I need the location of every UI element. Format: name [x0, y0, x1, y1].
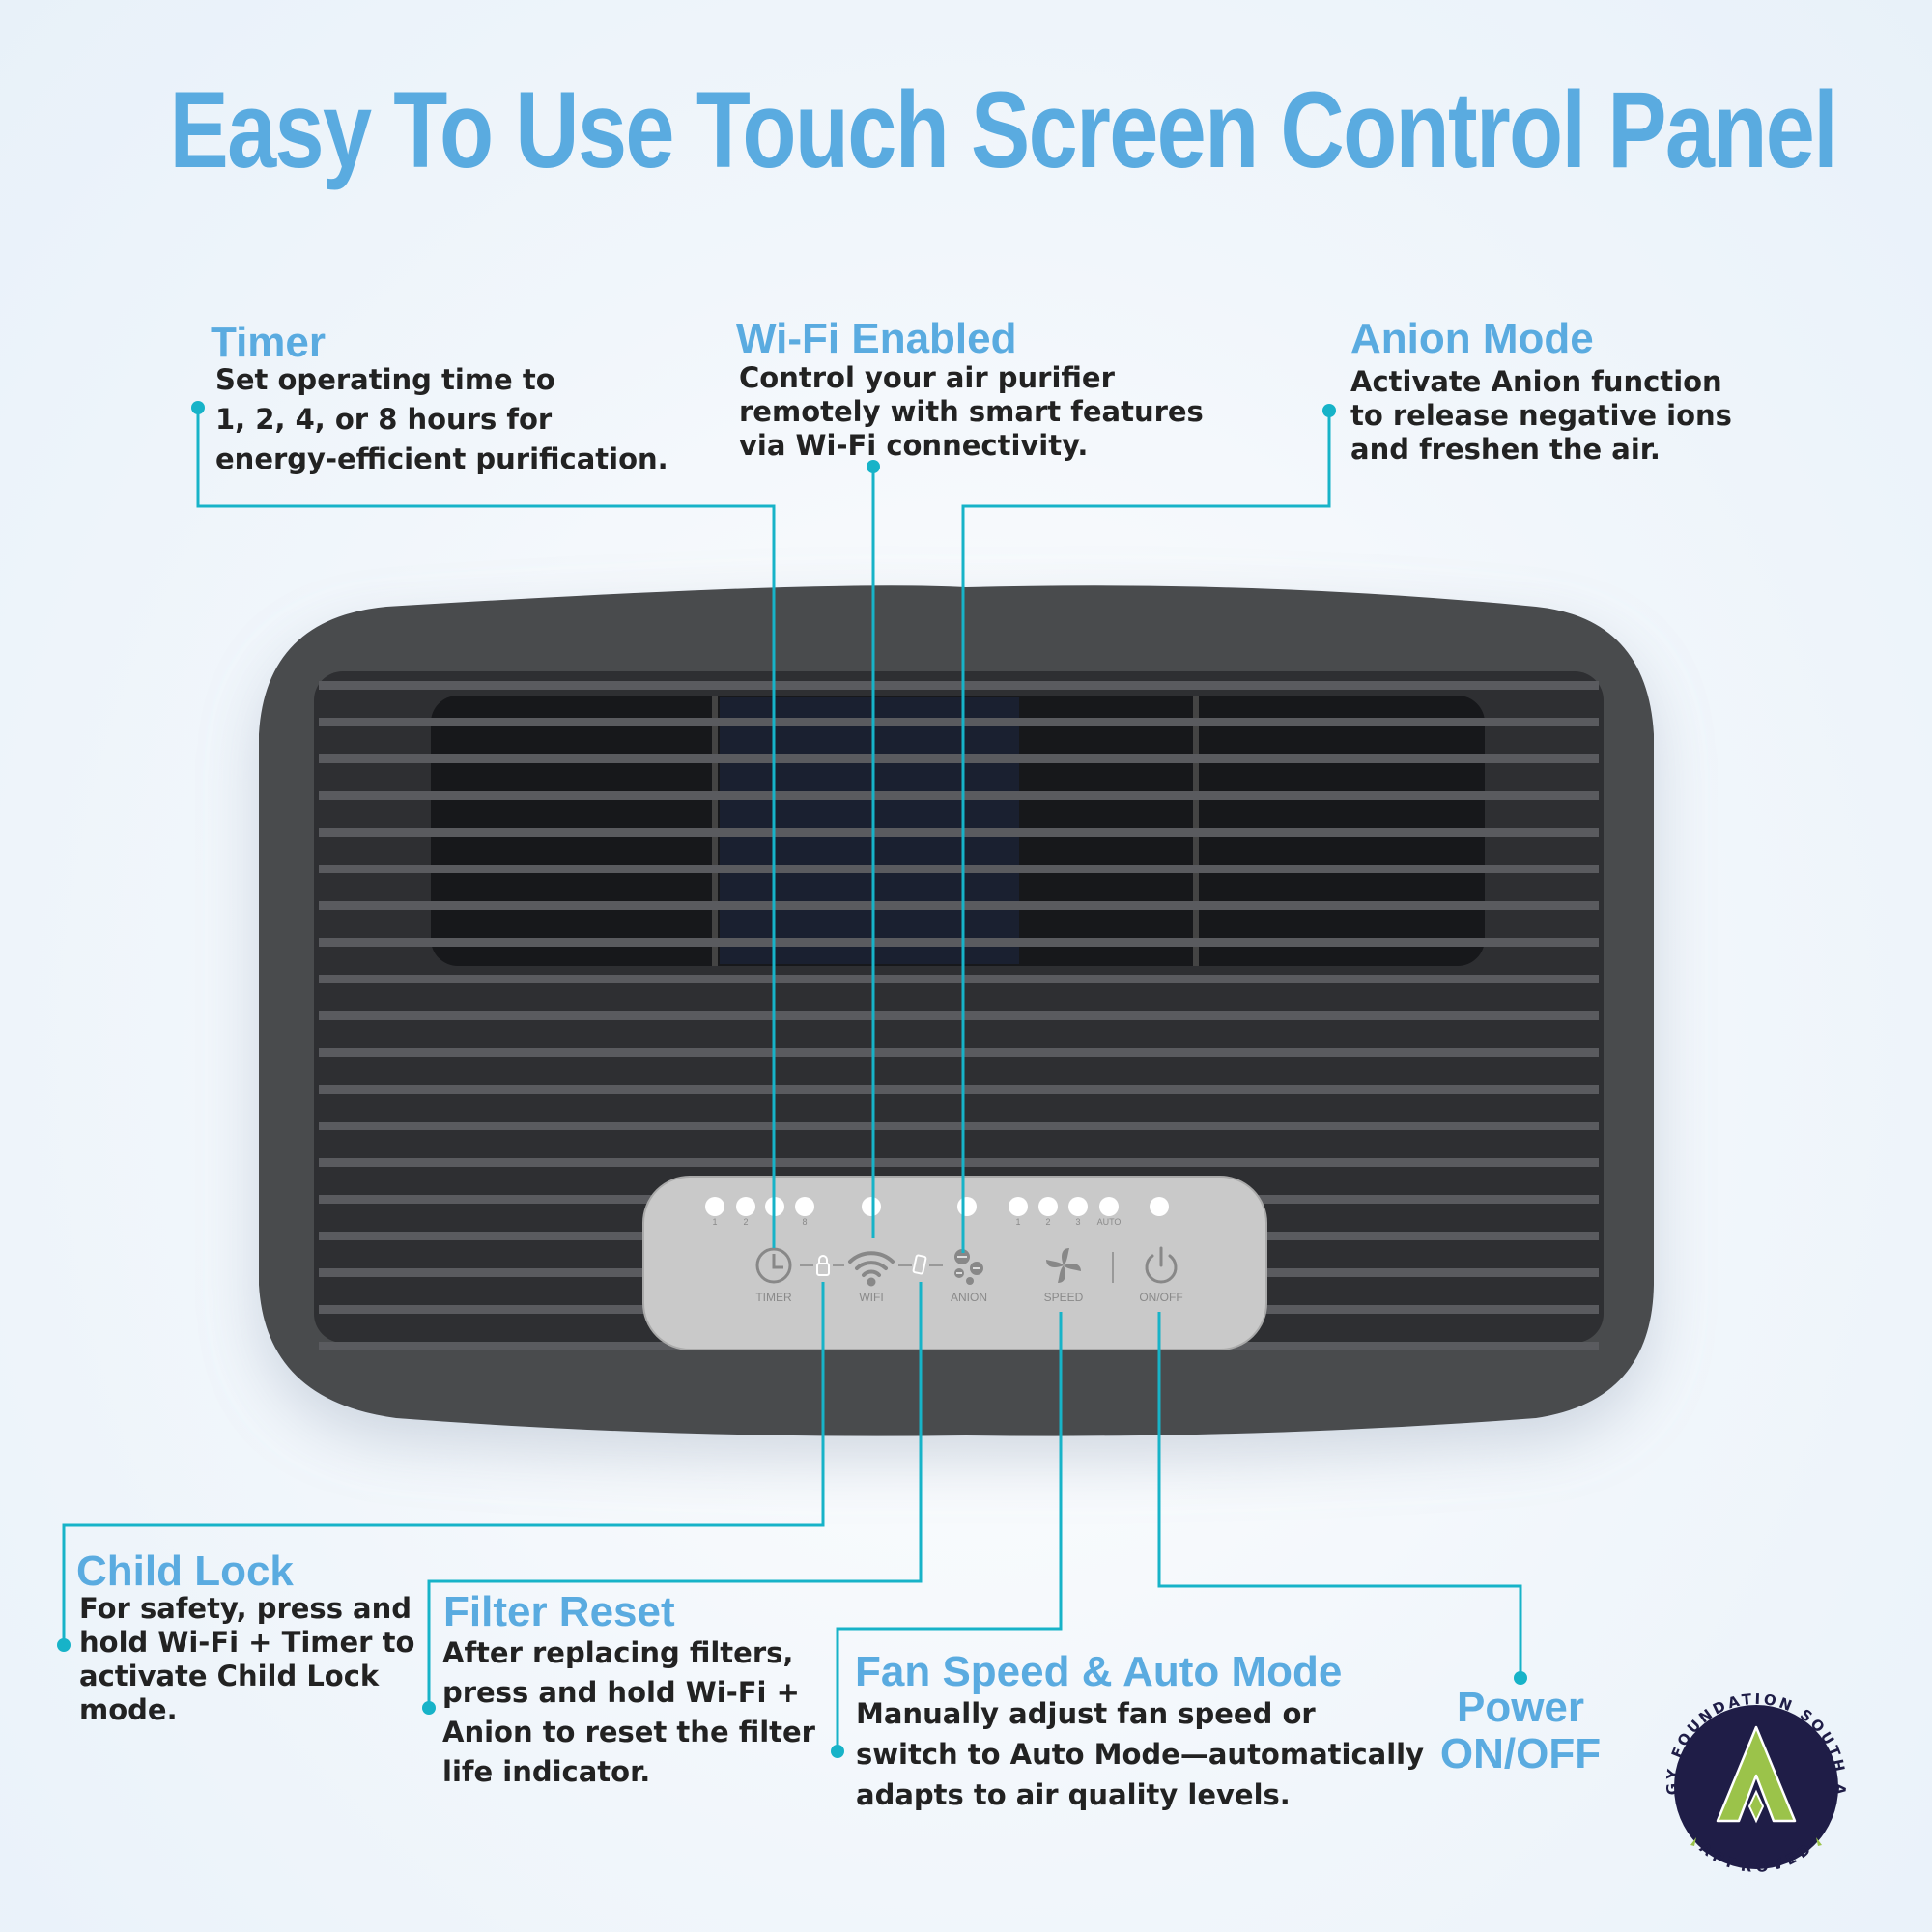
control-panel: 1 2 8 1 2 3 AUTO TIMER WIFI ANION SPEED ON/OFF: [642, 1176, 1267, 1350]
text-line: mode.: [79, 1693, 178, 1726]
led-level-label: 8: [802, 1217, 807, 1227]
fan-speed-heading: Fan Speed & Auto Mode: [855, 1648, 1343, 1695]
text-line: Power: [1456, 1684, 1585, 1731]
grille-slat: [319, 1158, 1599, 1167]
indicator-led: [1009, 1197, 1028, 1216]
led-level-label: 2: [1045, 1217, 1050, 1227]
grille-slat: [319, 901, 1599, 910]
allergy-foundation-badge: ALLERGY FOUNDATION SOUTH AFRICA APPROVED: [1650, 1681, 1846, 1876]
indicator-led: [795, 1197, 814, 1216]
text-line: press and hold Wi-Fi +: [442, 1676, 800, 1709]
grille-slat: [319, 865, 1599, 873]
grille-slat: [319, 754, 1599, 763]
text-line: life indicator.: [442, 1755, 651, 1788]
text-line: Set operating time to: [215, 363, 555, 396]
air-purifier-body: [259, 585, 1654, 1436]
indicator-led: [736, 1197, 755, 1216]
text-line: remotely with smart features: [739, 395, 1204, 428]
grille-slat: [319, 1085, 1599, 1094]
text-line: After replacing filters,: [442, 1636, 794, 1669]
text-line: adapts to air quality levels.: [856, 1778, 1291, 1811]
led-level-label: 1: [1015, 1217, 1020, 1227]
anion-icon[interactable]: [954, 1249, 983, 1285]
filter-icon[interactable]: [912, 1254, 927, 1275]
anion-label: ANION: [951, 1291, 987, 1304]
grille-slat: [319, 718, 1599, 726]
grille-slat: [319, 1122, 1599, 1130]
wifi-label: WIFI: [859, 1291, 883, 1304]
text-line: Anion to reset the filter: [442, 1716, 815, 1748]
grille-slat: [319, 1011, 1599, 1020]
text-line: For safety, press and: [79, 1592, 412, 1625]
wifi-icon[interactable]: [848, 1251, 895, 1287]
power-icon[interactable]: [1145, 1246, 1178, 1284]
badge-a-logo: [1716, 1725, 1797, 1823]
grille-slat: [319, 975, 1599, 983]
anion-heading: Anion Mode: [1350, 315, 1594, 362]
text-line: Activate Anion function: [1350, 365, 1722, 398]
text-line: switch to Auto Mode—automatically: [856, 1738, 1424, 1771]
page-title: Easy To Use Touch Screen Control Panel: [169, 70, 1838, 190]
text-line: ON/OFF: [1439, 1730, 1602, 1777]
lock-icon[interactable]: [816, 1255, 830, 1276]
led-level-label: 3: [1075, 1217, 1080, 1227]
grille-slat: [319, 1048, 1599, 1057]
indicator-led: [1038, 1197, 1058, 1216]
indicator-led: [705, 1197, 724, 1216]
child-lock-heading: Child Lock: [76, 1548, 294, 1595]
timer-label: TIMER: [755, 1291, 792, 1304]
grille-slat: [319, 828, 1599, 837]
wifi-heading: Wi-Fi Enabled: [736, 315, 1017, 362]
speed-label: SPEED: [1044, 1291, 1084, 1304]
indicator-led: [957, 1197, 977, 1216]
led-level-label: 2: [743, 1217, 748, 1227]
fan-speed-icon[interactable]: [1046, 1248, 1081, 1283]
timer-icon[interactable]: [755, 1247, 792, 1284]
fan-speed-description: Manually adjust fan speed or switch to Au…: [856, 1697, 1424, 1819]
text-line: to release negative ions: [1350, 399, 1732, 432]
filter-reset-description: After replacing filters, press and hold W…: [442, 1636, 815, 1795]
text-line: Control your air purifier: [739, 361, 1115, 394]
led-level-label: 1: [712, 1217, 717, 1227]
timer-description: Set operating time to 1, 2, 4, or 8 hours…: [215, 363, 668, 482]
text-line: hold Wi-Fi + Timer to: [79, 1626, 415, 1659]
filter-reset-heading: Filter Reset: [443, 1588, 675, 1635]
text-line: activate Child Lock: [79, 1660, 380, 1692]
grille-slat: [319, 681, 1599, 690]
text-line: via Wi-Fi connectivity.: [739, 429, 1089, 462]
text-line: 1, 2, 4, or 8 hours for: [215, 403, 553, 436]
led-level-label: AUTO: [1097, 1217, 1122, 1227]
callout-lines: [62, 408, 1522, 1751]
indicator-led: [1068, 1197, 1088, 1216]
indicator-led: [862, 1197, 881, 1216]
timer-heading: Timer: [211, 319, 327, 366]
callout-dots: [57, 401, 1527, 1758]
onoff-label: ON/OFF: [1139, 1291, 1182, 1304]
text-line: and freshen the air.: [1350, 433, 1661, 466]
indicator-led: [1150, 1197, 1169, 1216]
text-line: energy-efficient purification.: [215, 442, 668, 475]
grille-slat: [319, 791, 1599, 800]
text-line: Manually adjust fan speed or: [856, 1697, 1316, 1730]
indicator-led: [1099, 1197, 1119, 1216]
grille-slat: [319, 938, 1599, 947]
